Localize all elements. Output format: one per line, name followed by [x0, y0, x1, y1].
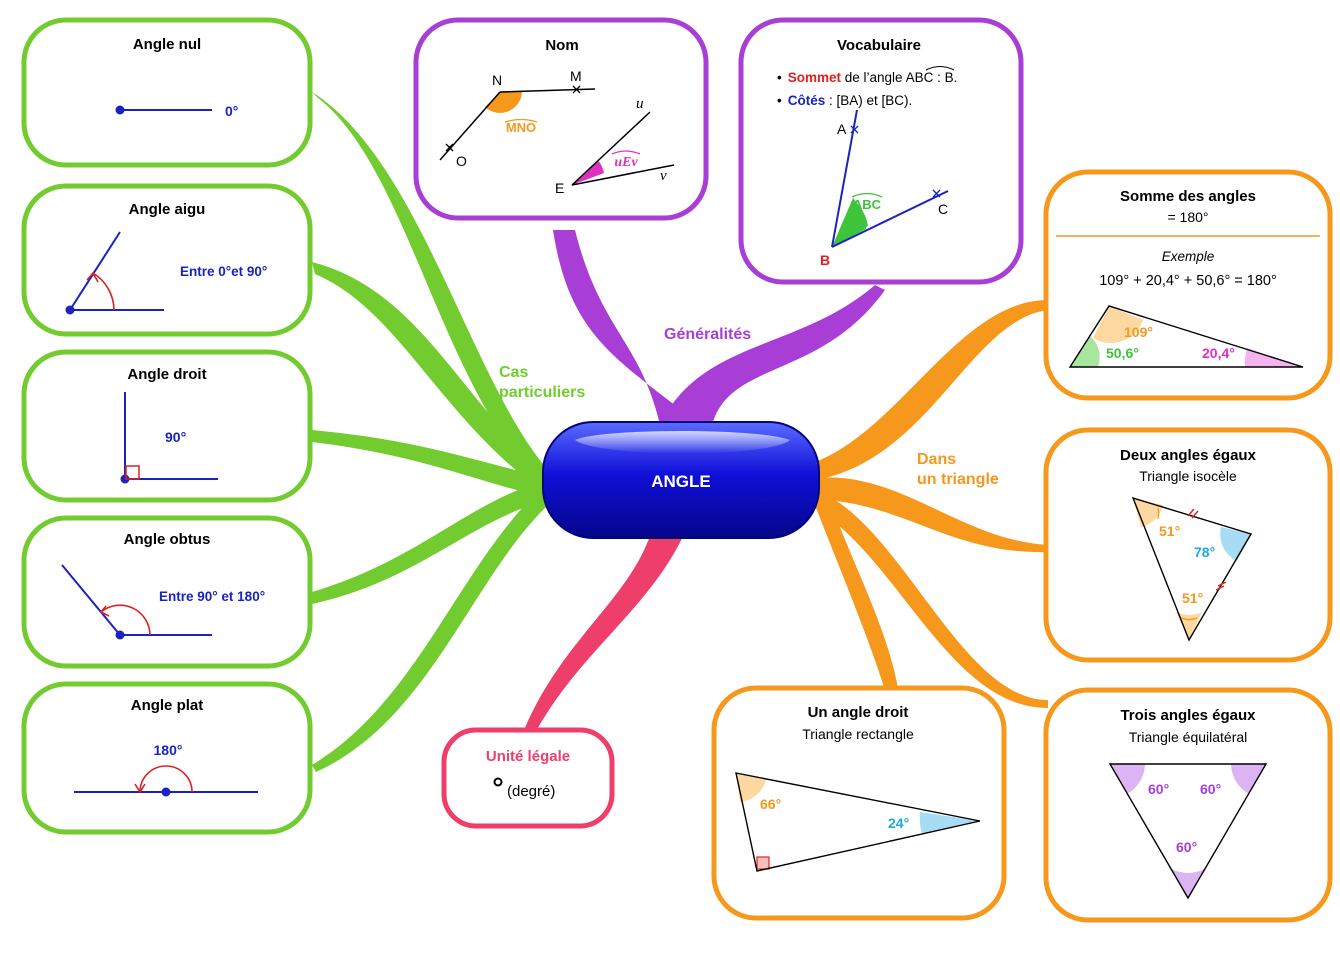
card-title: Somme des angles	[1120, 188, 1256, 205]
vocab-bullet-sommet: •Sommet de l’angle ABC : B.	[777, 70, 957, 85]
card-title: Trois angles égaux	[1120, 707, 1256, 724]
angle-60-left: 60°	[1148, 781, 1169, 797]
center-node: ANGLE	[542, 421, 820, 539]
branch-cas-particuliers	[312, 92, 548, 772]
angle-20-4: 20,4°	[1202, 345, 1235, 361]
card-deux-angles-egaux: Deux angles égaux Triangle isocèle 51° 7…	[1043, 427, 1333, 663]
card-nom: Nom N M O MNO u E v uEv	[413, 17, 709, 221]
branch-label-particuliers: particuliers	[499, 384, 585, 401]
card-subtitle: Triangle rectangle	[802, 726, 914, 742]
angle-value: 90°	[165, 429, 186, 445]
card-title: Deux angles égaux	[1120, 447, 1257, 464]
card-un-angle-droit: Un angle droit Triangle rectangle 66° 24…	[711, 685, 1007, 921]
branch-label-cas: Cas	[499, 364, 528, 381]
card-angle-droit: Angle droit 90°	[21, 349, 313, 503]
angle-51-top: 51°	[1159, 523, 1180, 539]
angle-78: 78°	[1194, 544, 1215, 560]
point-n: N	[492, 72, 502, 88]
sum-value: = 180°	[1167, 209, 1208, 225]
angle-mno-label: MNO	[506, 120, 536, 135]
branch-unite	[522, 530, 686, 735]
point-a: A	[837, 121, 847, 137]
branch-to-trois	[815, 490, 1048, 708]
card-trois-angles-egaux: Trois angles égaux Triangle équilatéral …	[1043, 687, 1333, 923]
branch-to-obtus	[312, 480, 548, 604]
ray-v: v	[660, 168, 667, 184]
angle-description: Entre 0°et 90°	[180, 264, 267, 279]
card-title: Angle obtus	[124, 531, 211, 548]
angle-50-6: 50,6°	[1106, 345, 1139, 361]
center-title: ANGLE	[651, 472, 711, 491]
degree-symbol	[493, 777, 503, 787]
branch-to-deux	[815, 477, 1048, 553]
card-title: Nom	[545, 37, 578, 54]
branch-to-aigu	[312, 262, 548, 495]
branch-to-unite	[522, 530, 686, 735]
card-title: Angle plat	[131, 697, 204, 714]
point-b: B	[820, 252, 830, 268]
ray-u: u	[636, 96, 644, 112]
branch-to-rect	[815, 500, 900, 700]
branch-to-nom	[553, 230, 700, 425]
angle-description: Entre 90° et 180°	[159, 589, 265, 604]
angle-66: 66°	[760, 796, 781, 812]
card-title: Vocabulaire	[837, 37, 921, 54]
branch-label-generalites: Généralités	[664, 326, 751, 343]
card-angle-nul: Angle nul 0°	[21, 17, 313, 168]
branch-to-plat	[312, 482, 548, 772]
angle-60-right: 60°	[1200, 781, 1221, 797]
angle-51-bottom: 51°	[1182, 590, 1203, 606]
card-subtitle: Triangle isocèle	[1139, 468, 1237, 484]
angle-value: 0°	[225, 103, 238, 119]
card-somme-des-angles: Somme des angles = 180° Exemple 109° + 2…	[1043, 169, 1333, 401]
angle-24: 24°	[888, 815, 909, 831]
branch-generalites	[553, 230, 885, 425]
card-title: Angle aigu	[129, 201, 206, 218]
branch-to-somme	[815, 300, 1048, 480]
branch-to-droit	[312, 430, 548, 498]
point-e: E	[555, 180, 564, 196]
angle-value: 180°	[154, 742, 183, 758]
angle-109: 109°	[1124, 324, 1153, 340]
branch-triangle	[815, 300, 1048, 708]
card-subtitle: Triangle équilatéral	[1129, 729, 1248, 745]
card-title: Angle nul	[133, 36, 201, 53]
card-title: Unité légale	[486, 748, 570, 765]
example-label: Exemple	[1162, 249, 1215, 264]
vocab-bullet-cotes: •Côtés : [BA) et [BC).	[777, 93, 912, 108]
angle-abc-label: ABC	[853, 197, 882, 212]
card-vocabulaire: Vocabulaire •Sommet de l’angle ABC : B. …	[738, 17, 1024, 285]
card-title: Angle droit	[127, 366, 206, 383]
angle-uev-label: uEv	[614, 155, 638, 170]
branch-to-nul	[312, 92, 548, 492]
card-title: Un angle droit	[808, 704, 909, 721]
card-angle-plat: Angle plat 180°	[21, 681, 313, 835]
example-equation: 109° + 20,4° + 50,6° = 180°	[1099, 273, 1277, 289]
point-m: M	[570, 68, 582, 84]
branch-label-un-triangle: un triangle	[917, 471, 999, 488]
branch-to-vocab	[660, 285, 885, 425]
card-unite-legale: Unité légale (degré)	[441, 727, 615, 829]
unit-name: (degré)	[507, 783, 555, 800]
card-angle-obtus: Angle obtus Entre 90° et 180°	[21, 515, 313, 669]
point-c: C	[938, 201, 948, 217]
point-o: O	[456, 153, 467, 169]
angle-60-bottom: 60°	[1176, 839, 1197, 855]
branch-label-dans: Dans	[917, 451, 956, 468]
card-angle-aigu: Angle aigu Entre 0°et 90°	[21, 183, 313, 337]
